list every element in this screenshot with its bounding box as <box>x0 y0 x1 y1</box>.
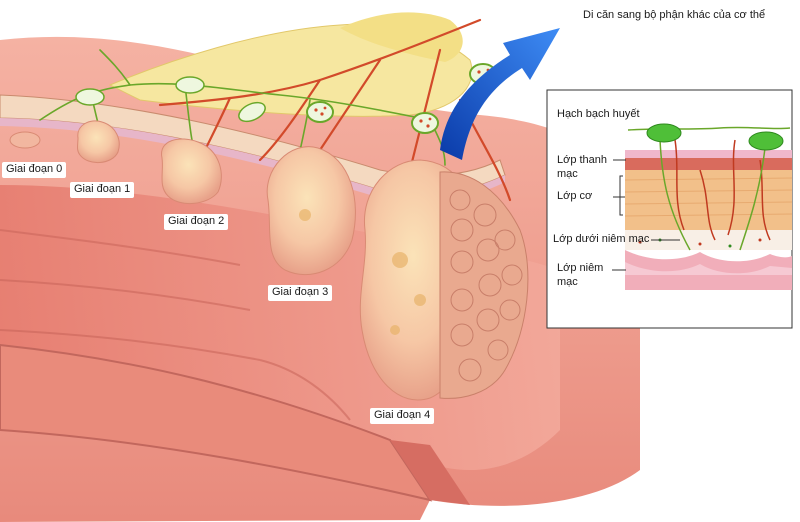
stage-0-label: Giai đoạn 0 <box>2 162 67 178</box>
tumor-stage-0 <box>9 131 41 149</box>
mucosa-layer <box>0 118 505 202</box>
serosa-label: Lớp thanh mạc <box>557 154 608 180</box>
inset-lymph-node-1 <box>646 123 682 143</box>
mucosal-folds <box>0 229 351 421</box>
metastasis-label: Di căn sang bộ phận khác của cơ thể <box>583 9 766 21</box>
stage-2-label: Giai đoạn 2 <box>164 214 229 230</box>
tumor-cells <box>449 189 523 382</box>
lymph-node-4 <box>306 101 334 123</box>
inset-wall-layers <box>546 89 793 329</box>
submucosa-label: Lớp dưới niêm mạc <box>553 233 650 245</box>
lymph-node-label: Hạch bạch huyết <box>557 108 640 120</box>
stage-4-label: Giai đoạn 4 <box>370 408 435 424</box>
muscle-layer-label: Lớp cơ <box>557 190 593 202</box>
inset-lymph-node-2 <box>748 131 784 151</box>
stage-3-label: Giai đoạn 3 <box>268 285 333 301</box>
inset-submucosa-band <box>625 230 792 250</box>
lymph-node-5 <box>411 112 439 134</box>
tumors <box>9 120 529 401</box>
metastasis-arrow <box>440 28 560 160</box>
tumor-stage-4-cross-section <box>439 171 529 399</box>
mucosa-label: Lớp niêm mạc <box>557 262 604 288</box>
stage-1-label: Giai đoạn 1 <box>70 182 135 198</box>
tumor-stage-3 <box>266 146 356 275</box>
lymph-node-1 <box>75 88 105 106</box>
tumor-stage-2 <box>161 138 222 204</box>
cut-face <box>390 440 470 505</box>
tumor-stage-1 <box>77 120 120 163</box>
fat-lobe <box>340 12 463 62</box>
lymph-node-2 <box>175 76 205 94</box>
lymph-node-3 <box>238 101 266 123</box>
inset-serosa-band <box>625 150 792 158</box>
fat-tissue <box>108 23 473 117</box>
